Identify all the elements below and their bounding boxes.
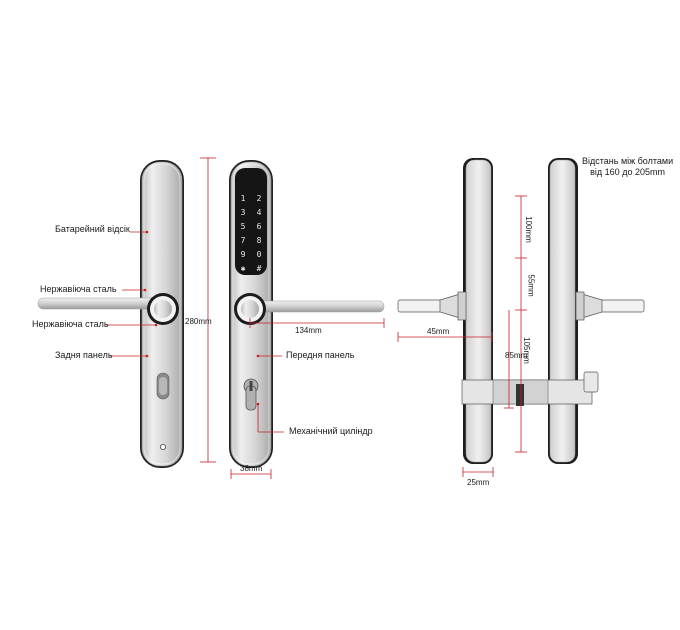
label-front-panel: Передня панель	[286, 350, 355, 360]
screw-icon	[159, 443, 166, 450]
keypad-key-left-1[interactable]: 3	[241, 208, 246, 217]
front-handle	[234, 293, 385, 325]
dim-width: 38mm	[240, 464, 263, 473]
bolt-distance-line2: від 160 до 205mm	[590, 167, 665, 178]
side-dimension-lines	[397, 195, 527, 477]
dimension-lines	[200, 157, 385, 479]
dim-85: 85mm	[505, 351, 528, 360]
dim-thickness: 25mm	[467, 478, 490, 487]
keypad-key-left-2[interactable]: 5	[241, 222, 246, 231]
label-battery-compartment: Батарейний відсік	[55, 224, 130, 234]
label-mechanical-cylinder: Механічний циліндр	[289, 426, 373, 436]
keypad-key-right-1[interactable]: 4	[257, 208, 262, 217]
keypad-key-left-0[interactable]: 1	[241, 194, 246, 203]
keypad-key-right-2[interactable]: 6	[257, 222, 262, 231]
dim-55: 55mm	[526, 274, 536, 297]
dim-105: 105mm	[521, 337, 531, 364]
keypad-left-keys: 1 3 5 7 9 ✱	[241, 194, 246, 273]
keypad[interactable]	[235, 168, 267, 275]
dim-handle-length: 134mm	[295, 326, 322, 335]
keypad-key-right-4[interactable]: 0	[257, 250, 262, 259]
back-handle	[37, 293, 179, 325]
keypad-key-right-5[interactable]: #	[257, 264, 262, 273]
keypad-key-right-0[interactable]: 2	[257, 194, 262, 203]
keypad-key-left-4[interactable]: 9	[241, 250, 246, 259]
dim-100: 100mm	[523, 216, 533, 243]
side-view	[397, 158, 645, 464]
dim-handle-offset: 45mm	[427, 327, 450, 336]
bolt-distance-note: Відстань між болтами від 160 до 205mm	[582, 156, 673, 179]
bolt-distance-line1: Відстань між болтами	[582, 156, 674, 166]
label-stainless-steel-bottom: Нержавіюча сталь	[32, 319, 109, 329]
keypad-right-keys: 2 4 6 8 0 #	[257, 194, 262, 273]
label-leaders	[106, 230, 284, 433]
label-back-panel: Задня панель	[55, 350, 113, 360]
label-stainless-steel-top: Нержавіюча сталь	[40, 284, 117, 294]
keypad-key-right-3[interactable]: 8	[257, 236, 262, 245]
keypad-key-left-3[interactable]: 7	[241, 236, 246, 245]
keypad-key-left-5[interactable]: ✱	[241, 264, 246, 273]
dim-height: 280mm	[185, 317, 212, 326]
cylinder-icon	[243, 378, 259, 411]
